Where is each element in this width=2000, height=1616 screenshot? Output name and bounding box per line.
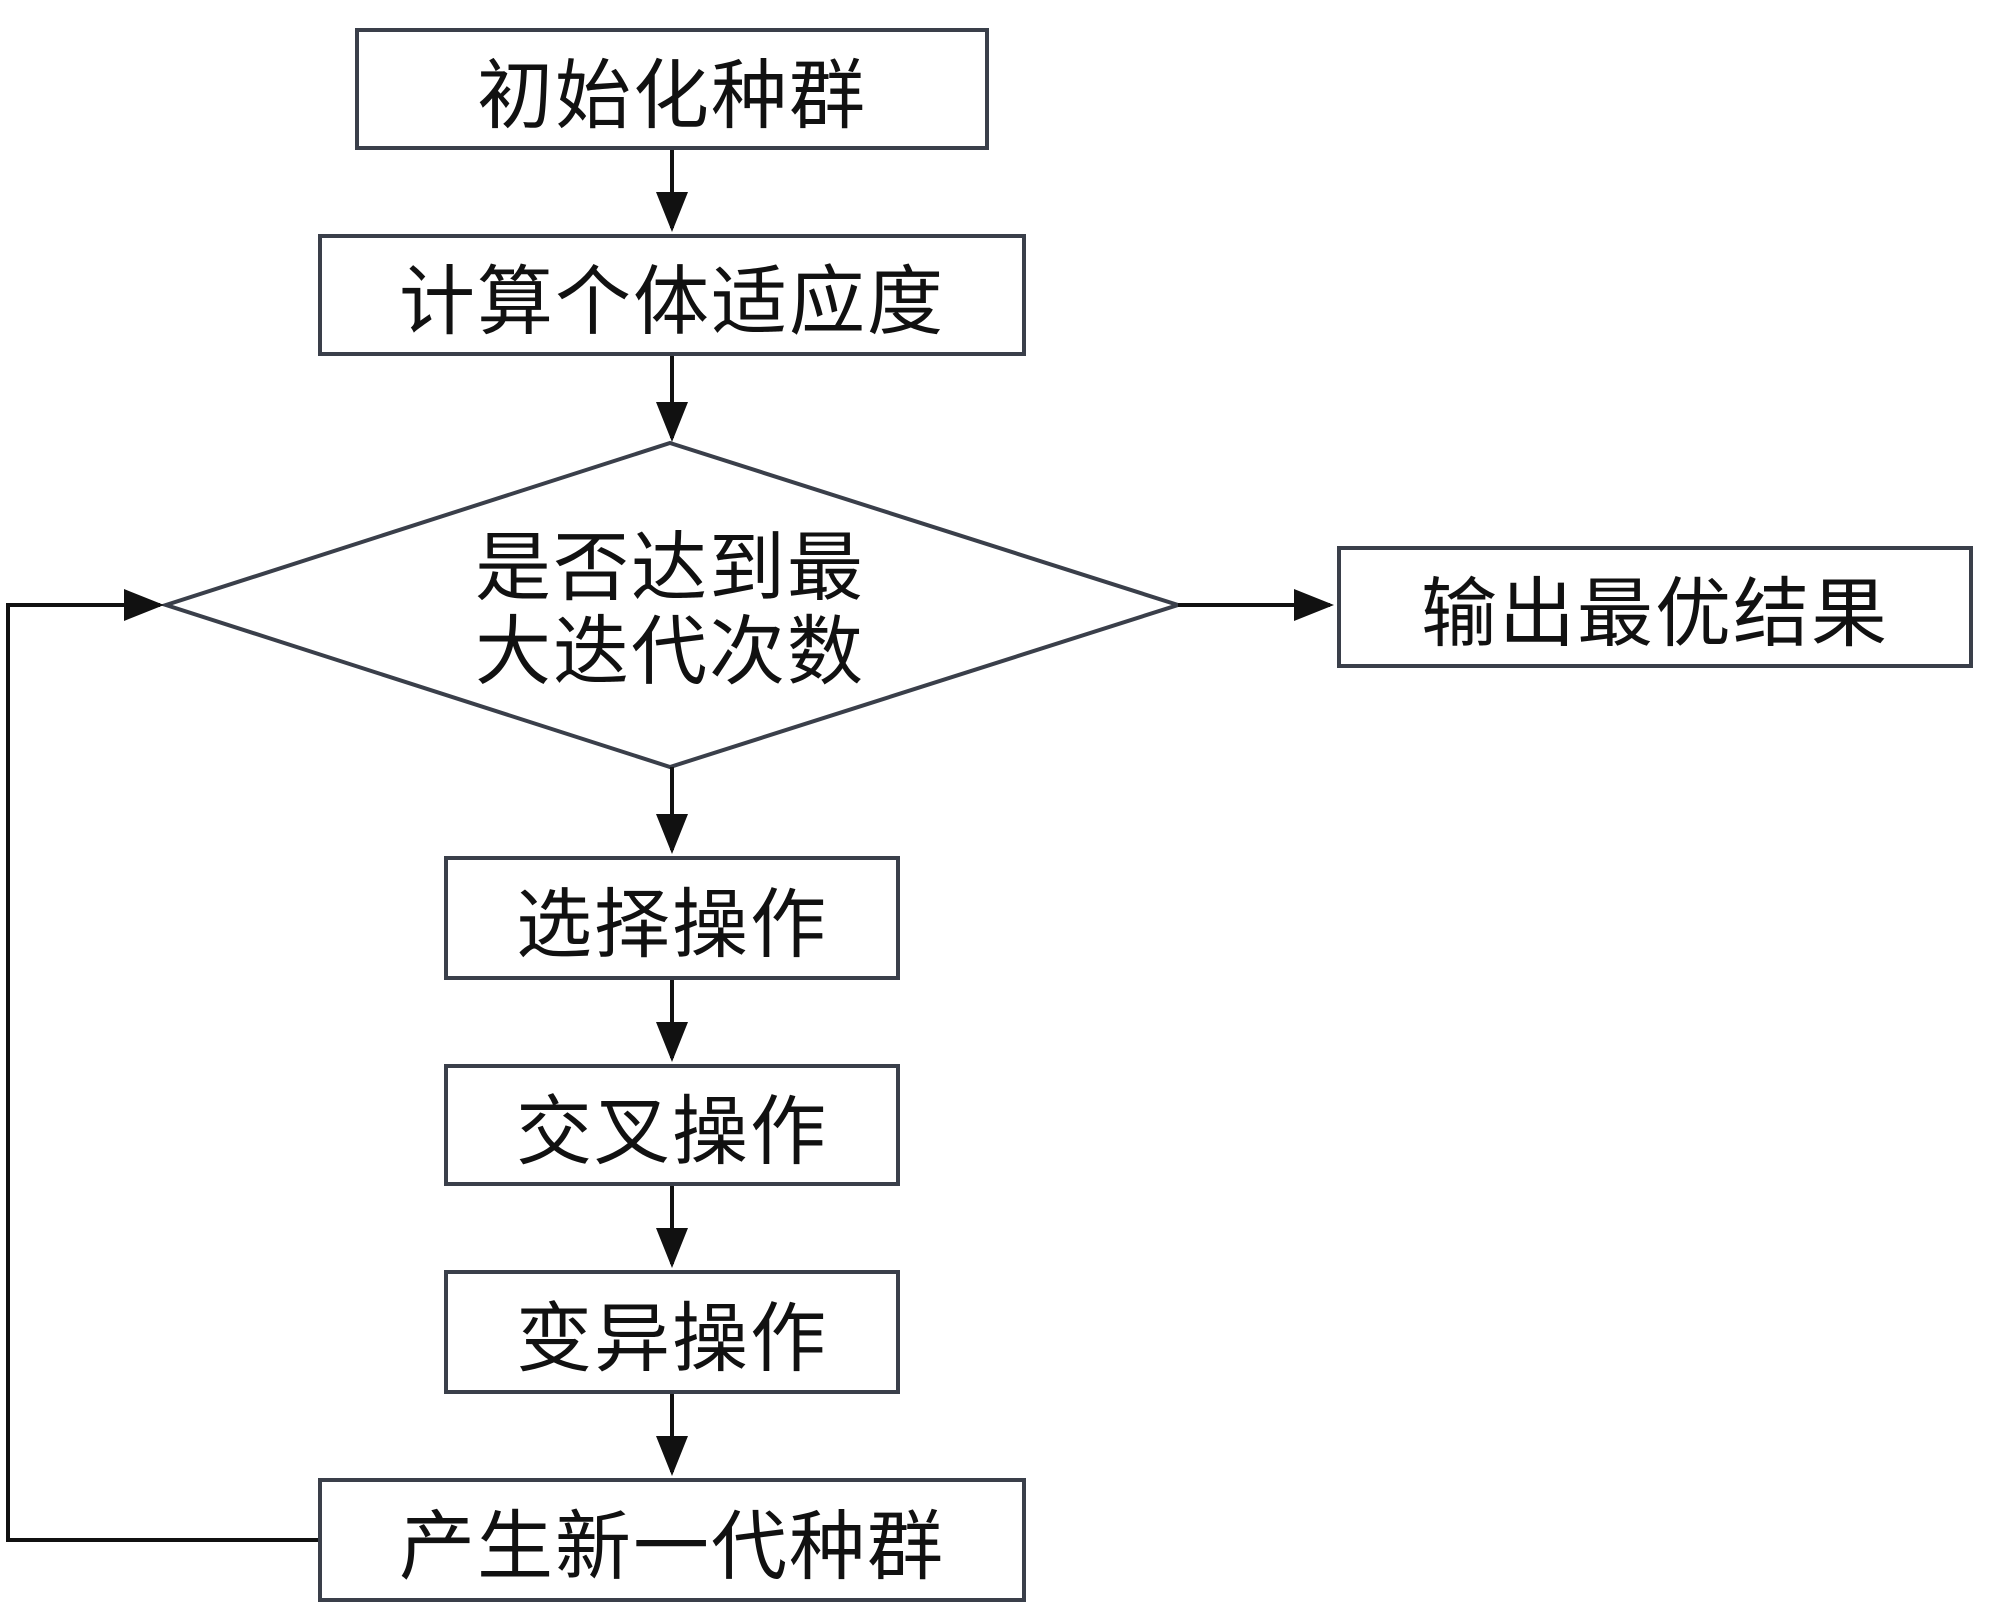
crossover-label: 交叉操作	[516, 1087, 828, 1176]
selection-label: 选择操作	[516, 880, 828, 969]
output-box: 输出最优结果	[1337, 546, 1973, 668]
decision-label: 是否达到最 大迭代次数	[370, 510, 970, 710]
crossover-box: 交叉操作	[444, 1064, 900, 1186]
decision-label-line2: 大迭代次数	[475, 607, 865, 696]
selection-box: 选择操作	[444, 856, 900, 980]
init-population-label: 初始化种群	[477, 51, 867, 140]
new-generation-box: 产生新一代种群	[318, 1478, 1026, 1602]
mutation-label: 变异操作	[516, 1294, 828, 1383]
fitness-box: 计算个体适应度	[318, 234, 1026, 356]
fitness-label: 计算个体适应度	[399, 257, 945, 346]
init-population-box: 初始化种群	[355, 28, 989, 150]
new-generation-label: 产生新一代种群	[399, 1502, 945, 1591]
arrow-loop-back-to-decision	[6, 589, 318, 1542]
decision-label-line1: 是否达到最	[475, 523, 865, 612]
mutation-box: 变异操作	[444, 1270, 900, 1394]
output-label: 输出最优结果	[1421, 569, 1889, 658]
